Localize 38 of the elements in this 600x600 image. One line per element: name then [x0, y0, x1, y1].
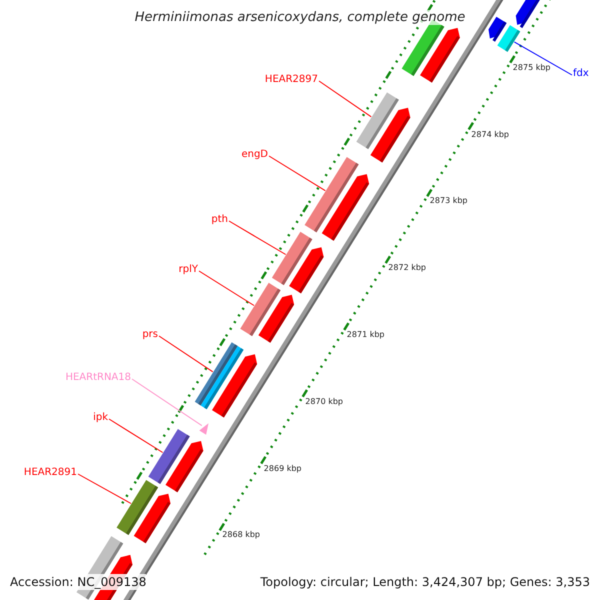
accession-text: Accession: NC_009138	[10, 574, 146, 590]
tick-label: 2869 kbp	[264, 462, 302, 474]
gene-label: pth	[211, 213, 228, 227]
tick-label: 2870 kbp	[305, 396, 343, 407]
leader-line	[268, 156, 326, 192]
leader-line	[158, 336, 214, 372]
gene-block	[212, 354, 258, 418]
gene-label: HEARtRNA18	[65, 371, 131, 385]
gene-label: prs	[142, 328, 158, 342]
tick-label: 2874 kbp	[471, 128, 509, 140]
gene-block	[516, 0, 542, 28]
gene-label: HEAR2891	[24, 466, 77, 480]
gene-block	[166, 441, 204, 492]
gene-label: rplY	[178, 263, 198, 277]
gene-label: ipk	[93, 411, 108, 425]
gene-block	[488, 16, 507, 42]
gene-block	[322, 174, 370, 241]
tick-label: 2871 kbp	[346, 329, 384, 340]
leader-line	[318, 80, 372, 118]
genome-summary-text: Topology: circular; Length: 3,424,307 bp; Genes: 3,353	[260, 574, 590, 590]
tick-label: 2873 kbp	[430, 195, 468, 206]
gene-block	[258, 294, 294, 343]
leader-line	[514, 41, 572, 76]
gene-block	[420, 28, 460, 83]
title: Herminiimonas arsenicoxydans, complete genome	[134, 10, 466, 25]
trna-marker	[199, 423, 208, 435]
tick-label: 2868 kbp	[222, 529, 260, 540]
gene-label: engD	[241, 148, 268, 162]
tick-label: 2872 kbp	[388, 262, 426, 274]
gene-block	[289, 247, 324, 294]
leader-line	[132, 378, 202, 426]
gene-label: HEAR2897	[264, 73, 318, 87]
leader-line	[78, 474, 132, 504]
tick-label: 2875 kbp	[512, 62, 550, 73]
leader-line	[108, 418, 164, 453]
gene-block	[134, 494, 170, 544]
gene-label: fdx	[573, 67, 589, 81]
gene-block	[370, 108, 410, 162]
